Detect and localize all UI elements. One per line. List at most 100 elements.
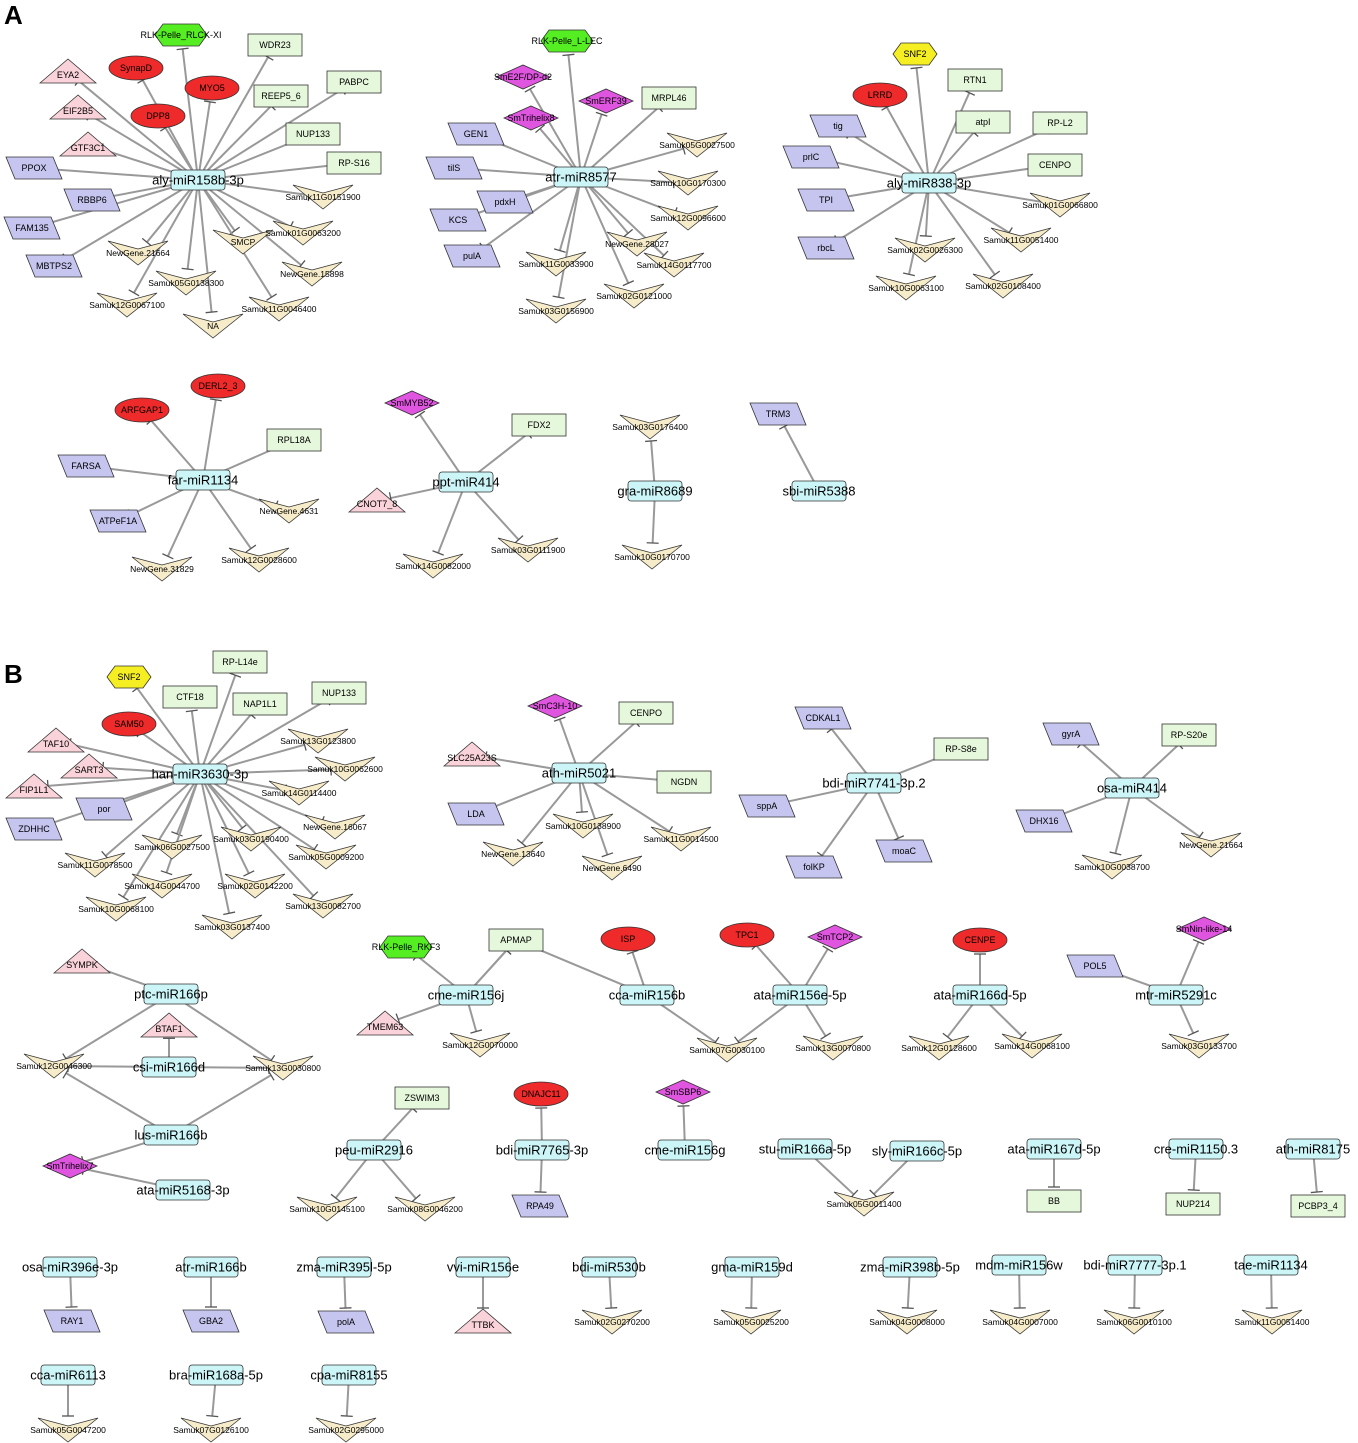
target-node-newgene-31829[interactable]: NewGene.31829 — [130, 556, 194, 582]
target-node-samuk14g0068100[interactable]: Samuk14G0068100 — [994, 1033, 1070, 1059]
target-node-rbbp6[interactable]: RBBP6 — [63, 188, 121, 212]
target-node-samuk12g0096600[interactable]: Samuk12G0096600 — [650, 205, 726, 231]
target-node-samuk06g0010100[interactable]: Samuk06G0010100 — [1096, 1309, 1172, 1335]
target-node-rp-l14e[interactable]: RP-L14e — [212, 650, 268, 674]
target-node-synapd[interactable]: SynapD — [108, 55, 164, 81]
target-node-smerf39[interactable]: SmERF39 — [578, 88, 634, 114]
mirna-node-cme-mir156j[interactable]: cme-miR156j — [428, 984, 505, 1006]
target-node-pabpc[interactable]: PABPC — [326, 70, 382, 94]
target-node-reep5-6[interactable]: REEP5_6 — [253, 84, 309, 108]
target-node-newgene-16067[interactable]: NewGene.16067 — [303, 814, 367, 840]
target-node-samuk05g0047200[interactable]: Samuk05G0047200 — [30, 1417, 106, 1443]
target-node-gen1[interactable]: GEN1 — [447, 122, 505, 146]
target-node-smmyb52[interactable]: SmMYB52 — [384, 390, 440, 416]
target-node-cdkal1[interactable]: CDKAL1 — [794, 706, 852, 730]
target-node-ppox[interactable]: PPOX — [5, 156, 63, 180]
target-node-pula[interactable]: pulA — [443, 244, 501, 268]
target-node-sart3[interactable]: SART3 — [59, 753, 119, 779]
mirna-node-ata-mir5168-3p[interactable]: ata-miR5168-3p — [136, 1179, 230, 1201]
target-node-zdhhc[interactable]: ZDHHC — [5, 817, 63, 841]
target-node-rbcl[interactable]: rbcL — [797, 236, 855, 260]
mirna-node-sly-mir166c-5p[interactable]: sly-miR166c-5p — [872, 1140, 962, 1162]
target-node-newgene-21664[interactable]: NewGene.21664 — [1179, 832, 1243, 858]
target-node-nap1l1[interactable]: NAP1L1 — [232, 692, 288, 716]
target-node-samuk03g0111900[interactable]: Samuk03G0111900 — [491, 537, 566, 563]
target-node-bb[interactable]: BB — [1026, 1189, 1082, 1213]
mirna-node-ath-mir8175[interactable]: ath-miR8175 — [1276, 1138, 1350, 1160]
target-node-samuk05g0025200[interactable]: Samuk05G0025200 — [713, 1309, 789, 1335]
mirna-node-ptc-mir166p[interactable]: ptc-miR166p — [134, 983, 208, 1005]
mirna-node-tae-mir1134[interactable]: tae-miR1134 — [1234, 1254, 1308, 1276]
target-node-sam50[interactable]: SAM50 — [101, 711, 157, 737]
target-node-cenpo[interactable]: CENPO — [1027, 153, 1083, 177]
target-node-samuk03g0176400[interactable]: Samuk03G0176400 — [612, 414, 688, 440]
mirna-node-zma-mir395l-5p[interactable]: zma-miR395l-5p — [296, 1256, 392, 1278]
target-node-mbtps2[interactable]: MBTPS2 — [25, 254, 83, 278]
mirna-node-aly-mir838-3p[interactable]: aly-miR838-3p — [887, 172, 972, 194]
mirna-node-bdi-mir7777-3p-1[interactable]: bdi-miR7777-3p.1 — [1083, 1254, 1187, 1276]
target-node-rtn1[interactable]: RTN1 — [947, 68, 1003, 92]
mirna-node-ppt-mir414[interactable]: ppt-miR414 — [432, 471, 500, 493]
target-node-samuk12g0046300[interactable]: Samuk12G0046300 — [16, 1053, 92, 1079]
target-node-gyra[interactable]: gyrA — [1042, 722, 1100, 746]
target-node-smtrihelix8[interactable]: SmTrihelix8 — [503, 105, 559, 131]
target-node-samuk05g0027500[interactable]: Samuk05G0027500 — [659, 132, 735, 158]
target-node-rp-s16[interactable]: RP-S16 — [326, 151, 382, 175]
target-node-samuk11g0151900[interactable]: Samuk11G0151900 — [286, 184, 361, 210]
target-node-samuk10g0068100[interactable]: Samuk10G0068100 — [78, 896, 154, 922]
target-node-samuk11g0046400[interactable]: Samuk11G0046400 — [242, 296, 317, 322]
mirna-node-ata-mir156e-5p[interactable]: ata-miR156e-5p — [753, 984, 847, 1006]
target-node-samuk02g0026300[interactable]: Samuk02G0026300 — [887, 237, 963, 263]
target-node-dnajc11[interactable]: DNAJC11 — [513, 1081, 569, 1107]
target-node-taf10[interactable]: TAF10 — [26, 727, 86, 753]
mirna-node-cpa-mir8155[interactable]: cpa-miR8155 — [310, 1364, 388, 1386]
target-node-fip1l1[interactable]: FIP1L1 — [4, 773, 64, 799]
mirna-node-ath-mir5021[interactable]: ath-miR5021 — [542, 762, 616, 784]
target-node-smc3h-10[interactable]: SmC3H-10 — [527, 693, 583, 719]
target-node-samuk06g0027500[interactable]: Samuk06G0027500 — [134, 834, 210, 860]
target-node-cnot7-8[interactable]: CNOT7_8 — [347, 487, 407, 513]
target-node-samuk14g0044700[interactable]: Samuk14G0044700 — [124, 873, 200, 899]
target-node-nup133[interactable]: NUP133 — [285, 122, 341, 146]
target-node-arfgap1[interactable]: ARFGAP1 — [114, 397, 170, 423]
target-node-samuk05g0138300[interactable]: Samuk05G0138300 — [148, 270, 224, 296]
target-node-samuk02g0121000[interactable]: Samuk02G0121000 — [596, 283, 672, 309]
target-node-samuk07g0030100[interactable]: Samuk07G0030100 — [689, 1037, 765, 1063]
mirna-node-cca-mir156b[interactable]: cca-miR156b — [609, 984, 686, 1006]
target-node-folkp[interactable]: folKP — [785, 855, 843, 879]
target-node-samuk12g0070000[interactable]: Samuk12G0070000 — [442, 1032, 518, 1058]
target-node-eif2b5[interactable]: EIF2B5 — [48, 94, 108, 120]
target-node-samuk10g0063100[interactable]: Samuk10G0063100 — [868, 275, 944, 301]
target-node-samuk13g0070800[interactable]: Samuk13G0070800 — [795, 1035, 871, 1061]
target-node-ctf18[interactable]: CTF18 — [162, 685, 218, 709]
mirna-node-bra-mir168a-5p[interactable]: bra-miR168a-5p — [169, 1364, 263, 1386]
mirna-node-bdi-mir7765-3p[interactable]: bdi-miR7765-3p — [496, 1139, 589, 1161]
target-node-newgene-28027[interactable]: NewGene.28027 — [605, 231, 669, 257]
target-node-derl2-3[interactable]: DERL2_3 — [190, 373, 246, 399]
target-node-samuk13g0030800[interactable]: Samuk13G0030800 — [245, 1055, 321, 1081]
target-node-samuk02g0295000[interactable]: Samuk02G0295000 — [308, 1417, 384, 1443]
target-node-ray1[interactable]: RAY1 — [43, 1309, 101, 1333]
target-node-samuk10g0038700[interactable]: Samuk10G0038700 — [1074, 854, 1150, 880]
target-node-samuk04g0007000[interactable]: Samuk04G0007000 — [982, 1309, 1058, 1335]
target-node-samuk04g0008000[interactable]: Samuk04G0008000 — [869, 1309, 945, 1335]
target-node-samuk10g0170300[interactable]: Samuk10G0170300 — [650, 170, 726, 196]
mirna-node-han-mir3630-3p[interactable]: han-miR3630-3p — [152, 763, 249, 785]
target-node-smtcp2[interactable]: SmTCP2 — [807, 924, 863, 950]
target-node-samuk11g0078500[interactable]: Samuk11G0078500 — [58, 852, 133, 878]
mirna-node-cme-mir156g[interactable]: cme-miR156g — [645, 1139, 726, 1161]
target-node-ngdn[interactable]: NGDN — [656, 770, 712, 794]
target-node-samuk14g0117700[interactable]: Samuk14G0117700 — [637, 252, 712, 278]
target-node-btaf1[interactable]: BTAF1 — [139, 1012, 199, 1038]
target-node-samuk03g0133700[interactable]: Samuk03G0133700 — [1161, 1033, 1237, 1059]
target-node-ttbk[interactable]: TTBK — [453, 1308, 513, 1334]
mirna-node-bdi-mir7741-3p-2[interactable]: bdi-miR7741-3p.2 — [822, 772, 926, 794]
target-node-samuk03g0137400[interactable]: Samuk03G0137400 — [194, 914, 270, 940]
target-node-snf2[interactable]: SNF2 — [106, 665, 152, 689]
target-node-newgene-15898[interactable]: NewGene.15898 — [280, 261, 344, 287]
target-node-rlk-pelle-rkf3[interactable]: RLK-Pelle_RKF3 — [372, 935, 441, 959]
target-node-samuk05g0009200[interactable]: Samuk05G0009200 — [288, 844, 364, 870]
target-node-samuk10g0138900[interactable]: Samuk10G0138900 — [545, 813, 621, 839]
mirna-node-atr-mir166b[interactable]: atr-miR166b — [175, 1256, 247, 1278]
target-node-atpef1a[interactable]: ATPeF1A — [89, 509, 147, 533]
